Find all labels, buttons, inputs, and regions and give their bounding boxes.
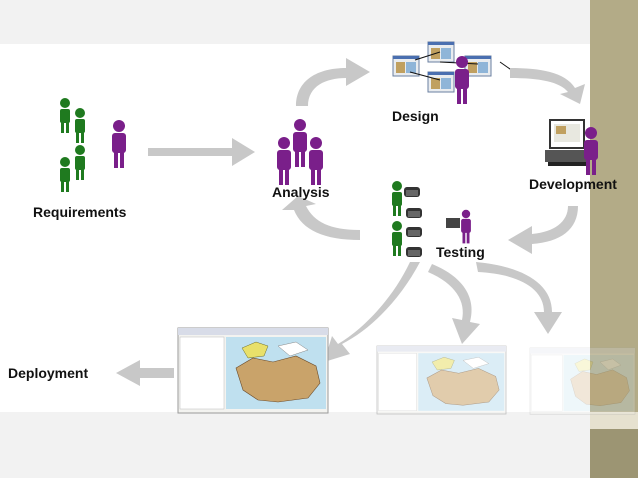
deployment-screen-tertiary bbox=[529, 347, 636, 415]
requirements-analyst-icon bbox=[112, 120, 126, 168]
development-developer-icon bbox=[584, 127, 598, 175]
design-designer-icon bbox=[455, 56, 469, 104]
development-computer-icon bbox=[545, 119, 589, 166]
testing-label: Testing bbox=[436, 244, 485, 260]
testing-tester-icon bbox=[446, 209, 471, 244]
arrow-design-to-development bbox=[510, 68, 585, 104]
deployment-screen-secondary bbox=[376, 345, 507, 415]
slide-bottom-band bbox=[0, 412, 638, 478]
arrow-testing-to-deployment-1 bbox=[324, 262, 420, 362]
development-label: Development bbox=[529, 176, 617, 192]
testing-users-icon bbox=[392, 181, 422, 257]
arrow-requirements-to-analysis bbox=[148, 138, 255, 166]
arrow-development-to-testing bbox=[508, 206, 578, 254]
analysis-label: Analysis bbox=[272, 184, 330, 200]
deployment-label: Deployment bbox=[8, 365, 89, 381]
arrow-testing-to-deployment-3 bbox=[476, 262, 562, 334]
deployment-screen-primary bbox=[177, 327, 329, 414]
requirements-customers-icon bbox=[60, 98, 85, 192]
slide-top-band bbox=[0, 0, 638, 44]
arrow-to-deployment bbox=[116, 360, 174, 386]
accent-side-bar-light bbox=[590, 412, 638, 429]
arrow-testing-to-deployment-2 bbox=[428, 264, 480, 344]
requirements-label: Requirements bbox=[33, 204, 127, 220]
analysis-team-icon bbox=[277, 119, 323, 185]
arrow-testing-to-analysis bbox=[282, 196, 360, 240]
arrow-analysis-to-design bbox=[296, 58, 370, 106]
design-label: Design bbox=[392, 108, 439, 124]
accent-side-bar-dark bbox=[590, 429, 638, 478]
